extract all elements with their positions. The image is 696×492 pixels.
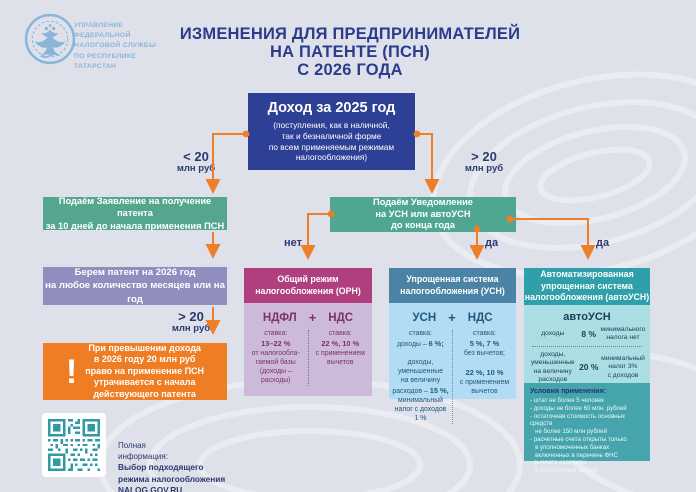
plus-icon: + bbox=[308, 310, 317, 325]
usn-subcolumns: ставка: доходы – 6 %; доходы, уменьшенны… bbox=[389, 330, 516, 424]
page-title: ИЗМЕНЕНИЯ ДЛЯ ПРЕДПРИНИМАТЕЛЕЙ НА ПАТЕНТ… bbox=[179, 25, 521, 79]
label-over-20mln-unit: млн руб bbox=[464, 163, 504, 174]
ausn-divider bbox=[532, 345, 642, 347]
orn-nds-rate-label: ставка: bbox=[328, 330, 352, 337]
orn-ndfl-rate-note: от налогообла- гаемой базы (доходы – рас… bbox=[251, 349, 300, 384]
orn-tax1: НДФЛ bbox=[262, 311, 297, 324]
usn-rate-6: 6 %; bbox=[428, 338, 444, 348]
usn-nds-note-2: с применением вычетов bbox=[459, 378, 510, 395]
label-exceed-20mln-unit: млн руб bbox=[171, 323, 211, 334]
orn-nds-rate-value: 22 %, 10 % bbox=[321, 338, 360, 348]
orn-tax-row: НДФЛ + НДС bbox=[244, 310, 372, 325]
ausn-conditions-panel: Условия применения: - штат не более 5 че… bbox=[524, 383, 650, 474]
usn-tax-row: УСН + НДС bbox=[389, 310, 516, 325]
label-under-20mln: < 20 млн руб bbox=[168, 150, 224, 174]
footer-info-label: Полная информация: bbox=[118, 441, 168, 461]
label-yes-2: да bbox=[596, 237, 610, 249]
orn-divider bbox=[307, 330, 309, 386]
usn-rate-note-1: доходы, уменьшенные на величину расходов… bbox=[392, 358, 444, 395]
usn-rate-label: ставка: доходы – bbox=[397, 330, 432, 348]
usn-nds-note-1: без вычетов; bbox=[464, 349, 505, 357]
orn-column-header: Общий режим налогообложения (ОРН) bbox=[244, 268, 372, 303]
usn-usn-details: ставка: доходы – 6 %; доходы, уменьшенны… bbox=[389, 330, 452, 424]
ausn-conditions-title: Условия применения: bbox=[530, 388, 607, 395]
usn-rate-note-2: минимальный налог с доходов 1 % bbox=[394, 396, 447, 422]
ausn-row2-rate: 20 % bbox=[579, 362, 599, 373]
ausn-conditions-list: - штат не более 5 человек - доходы не бо… bbox=[530, 397, 627, 475]
orn-ndfl-details: ставка: 13–22 % от налогообла- гаемой ба… bbox=[244, 330, 308, 386]
orn-nds-details: ставка: 22 %, 10 % с применением вычетов bbox=[309, 330, 373, 386]
usn-column-body: УСН + НДС ставка: доходы – 6 %; доходы, … bbox=[389, 303, 516, 424]
patent-application-box: Подаём Заявление на получение патента за… bbox=[43, 196, 227, 231]
label-exceed-20mln: > 20 млн руб bbox=[163, 310, 219, 334]
usn-nds-rate-2210: 22 %, 10 % bbox=[465, 367, 504, 377]
label-under-20mln-amount: < 20 bbox=[183, 149, 209, 164]
label-exceed-20mln-amount: > 20 bbox=[178, 309, 204, 324]
usn-divider bbox=[452, 330, 453, 424]
notification-box: Подаём Уведомление на УСН или автоУСН до… bbox=[330, 197, 516, 232]
usn-tax2: НДС bbox=[467, 311, 493, 324]
ausn-row1-right: минимального налога нет bbox=[600, 326, 646, 342]
ausn-row-income: доходы 8 % минимального налога нет bbox=[524, 323, 650, 345]
label-under-20mln-unit: млн руб bbox=[176, 163, 216, 174]
income-box-title: Доход за 2025 год bbox=[267, 99, 396, 116]
usn-nds-rate-label: ставка: bbox=[473, 330, 496, 337]
footer-info: Полная информация: Выбор подходящего реж… bbox=[118, 431, 225, 492]
label-over-20mln-amount: > 20 bbox=[471, 149, 497, 164]
usn-column-header: Упрощенная система налогообложения (УСН) bbox=[389, 268, 516, 303]
ausn-row2-left: доходы, уменьшенные на величину расходов bbox=[530, 350, 575, 383]
ausn-column-body: автоУСН доходы 8 % минимального налога н… bbox=[524, 305, 650, 383]
warning-box: ! При превышении дохода в 2026 году 20 м… bbox=[43, 343, 227, 400]
label-yes-1: да bbox=[485, 237, 499, 249]
ausn-row-income-minus-expenses: доходы, уменьшенные на величину расходов… bbox=[524, 348, 650, 387]
label-no: нет bbox=[283, 237, 302, 249]
usn-nds-rate-57: 5 %, 7 % bbox=[469, 338, 500, 348]
usn-nds-details: ставка: 5 %, 7 % без вычетов; 22 %, 10 %… bbox=[453, 330, 516, 424]
ausn-column-header: Автоматизированная упрощенная система на… bbox=[524, 268, 650, 305]
orn-tax2: НДС bbox=[328, 311, 354, 324]
income-box-subtitle: (поступления, как в наличной, так и безн… bbox=[268, 119, 395, 163]
warning-text: При превышении дохода в 2026 году 20 млн… bbox=[85, 342, 205, 399]
agency-name: УПРАВЛЕНИЕ ФЕДЕРАЛЬНОЙ НАЛОГОВОЙ СЛУЖБЫ … bbox=[74, 22, 157, 70]
ausn-row1-left: доходы bbox=[541, 330, 565, 338]
plus-icon: + bbox=[448, 310, 456, 325]
orn-column-body: НДФЛ + НДС ставка: 13–22 % от налогообла… bbox=[244, 303, 372, 396]
ausn-name: автоУСН bbox=[563, 311, 611, 323]
ausn-row1-rate: 8 % bbox=[581, 329, 597, 340]
label-over-20mln: > 20 млн руб bbox=[456, 150, 512, 174]
income-2025-box: Доход за 2025 год (поступления, как в на… bbox=[248, 93, 415, 170]
fns-emblem-icon bbox=[24, 13, 76, 65]
footer-info-link-text: Выбор подходящего режима налогообложения… bbox=[118, 462, 226, 492]
orn-subcolumns: ставка: 13–22 % от налогообла- гаемой ба… bbox=[244, 330, 372, 386]
usn-rate-15: 15 %, bbox=[429, 385, 449, 395]
usn-tax1: УСН bbox=[412, 311, 437, 324]
exclamation-icon: ! bbox=[65, 352, 78, 391]
ausn-row2-right: минимальный налог 3% с доходов bbox=[601, 354, 645, 379]
orn-ndfl-rate-label: ставка: bbox=[264, 330, 288, 337]
patent-take-box: Берем патент на 2026 год на любое количе… bbox=[43, 267, 227, 305]
orn-ndfl-rate-value: 13–22 % bbox=[261, 338, 291, 348]
qr-code-icon bbox=[42, 413, 106, 477]
orn-nds-rate-note: с применением вычетов bbox=[315, 349, 365, 366]
